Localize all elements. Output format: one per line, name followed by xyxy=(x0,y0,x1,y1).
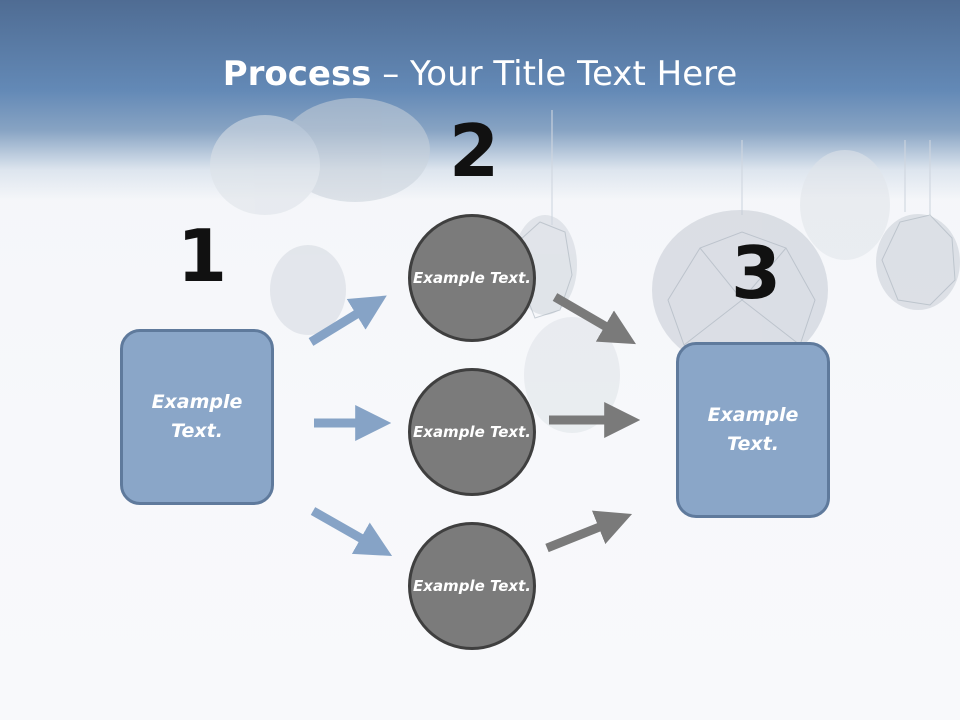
step-3-number: 3 xyxy=(731,231,782,315)
arrow-1-to-2-bottom xyxy=(310,507,393,557)
title-banner xyxy=(0,0,960,200)
step-1-number: 1 xyxy=(177,214,228,298)
step-2-text-middle: Example Text. xyxy=(413,422,531,441)
step-2-circle-top: Example Text. xyxy=(408,214,536,342)
step-3-box: Example Text. xyxy=(676,342,830,518)
step-2-circle-middle: Example Text. xyxy=(408,368,536,496)
step-2-text-bottom: Example Text. xyxy=(413,576,531,595)
step-2-circle-bottom: Example Text. xyxy=(408,522,536,650)
title-rest: – Your Title Text Here xyxy=(371,54,738,94)
step-2-text-top: Example Text. xyxy=(413,268,531,287)
arrow-1-to-2-top xyxy=(308,295,387,346)
step-2-number: 2 xyxy=(449,109,500,193)
step-1-box: Example Text. xyxy=(120,329,274,505)
title-bold: Process xyxy=(222,54,372,94)
arrow-2-bottom-to-3 xyxy=(545,510,633,553)
arrow-2-top-to-3 xyxy=(552,293,637,345)
step-3-text: Example Text. xyxy=(707,404,799,455)
slide-title: Process – Your Title Text Here xyxy=(0,52,960,96)
step-1-text: Example Text. xyxy=(151,391,243,442)
